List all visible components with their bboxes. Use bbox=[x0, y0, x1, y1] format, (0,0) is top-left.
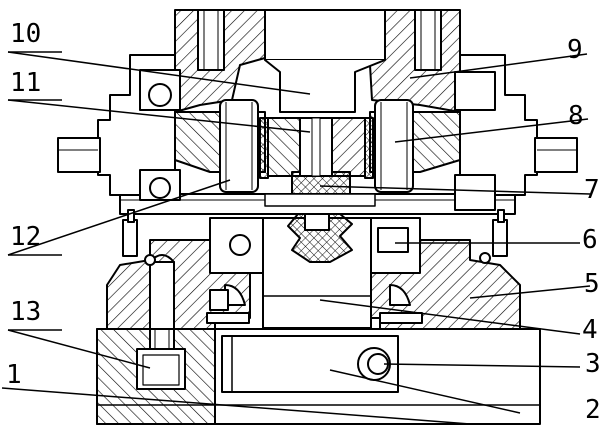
callout-13: 13 bbox=[10, 297, 41, 327]
output-shaft bbox=[287, 171, 353, 263]
callout-6: 6 bbox=[582, 225, 598, 255]
callout-4: 4 bbox=[582, 315, 598, 345]
planet-pin-right bbox=[364, 99, 414, 193]
callout-10: 10 bbox=[10, 19, 41, 49]
seal-rings bbox=[206, 284, 423, 324]
callout-3: 3 bbox=[585, 349, 601, 379]
callout-5: 5 bbox=[584, 269, 600, 299]
label-underlines bbox=[8, 51, 62, 331]
callout-8: 8 bbox=[568, 101, 584, 131]
input-bore bbox=[264, 9, 386, 113]
callout-12: 12 bbox=[10, 222, 41, 252]
callout-7: 7 bbox=[584, 175, 600, 205]
side-screws bbox=[122, 209, 508, 257]
lower-bearing bbox=[209, 217, 421, 274]
leader-lines bbox=[1, 51, 591, 425]
lower-seal-rings bbox=[144, 252, 491, 311]
sun-gear bbox=[267, 117, 366, 177]
upper-bearings bbox=[139, 69, 496, 211]
callout-9: 9 bbox=[567, 35, 583, 65]
callout-1: 1 bbox=[6, 360, 22, 390]
callout-2: 2 bbox=[585, 395, 601, 425]
carrier-plate bbox=[119, 193, 516, 215]
callout-11: 11 bbox=[10, 68, 41, 98]
